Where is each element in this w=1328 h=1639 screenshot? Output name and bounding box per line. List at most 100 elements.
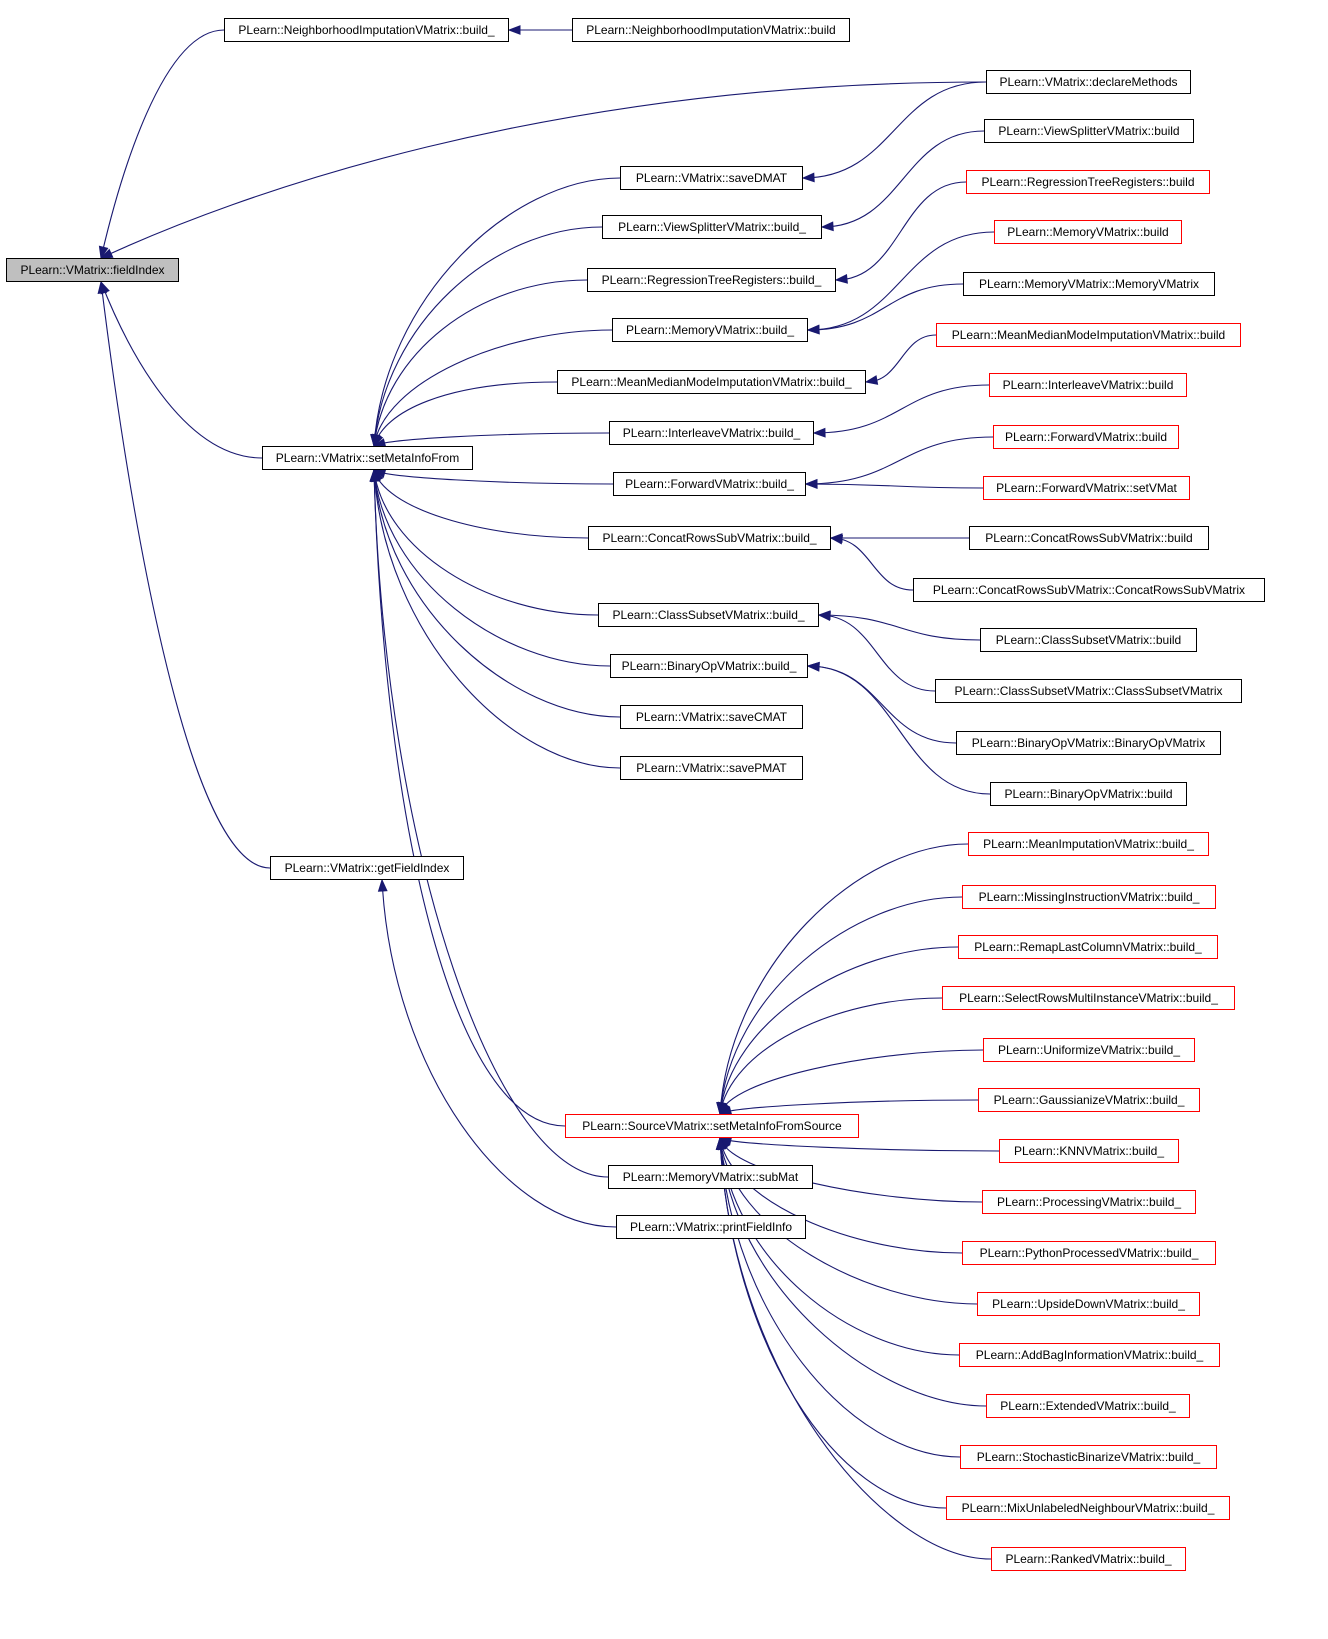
call-edge — [830, 537, 914, 591]
call-edge — [719, 1137, 983, 1203]
call-edge — [719, 946, 959, 1115]
graph-node[interactable]: PLearn::MixUnlabeledNeighbourVMatrix::bu… — [946, 1496, 1230, 1520]
call-edge — [373, 469, 566, 1127]
graph-node[interactable]: PLearn::MemoryVMatrix::build — [994, 220, 1182, 244]
graph-node[interactable]: PLearn::NeighborhoodImputationVMatrix::b… — [572, 18, 850, 42]
call-edge — [818, 614, 936, 692]
call-edge — [100, 29, 225, 259]
graph-node[interactable]: PLearn::VMatrix::setMetaInfoFrom — [262, 446, 473, 470]
call-edge — [719, 1049, 984, 1115]
call-edge — [373, 469, 621, 718]
arrowhead — [801, 172, 815, 183]
call-edge — [818, 614, 981, 641]
call-edge — [719, 843, 969, 1115]
graph-node[interactable]: PLearn::MemoryVMatrix::build_ — [612, 318, 808, 342]
graph-node[interactable]: PLearn::ForwardVMatrix::build — [993, 425, 1179, 449]
graph-node[interactable]: PLearn::MeanMedianModeImputationVMatrix:… — [936, 323, 1241, 347]
graph-node[interactable]: PLearn::NeighborhoodImputationVMatrix::b… — [224, 18, 509, 42]
arrowhead — [864, 375, 879, 385]
graph-node[interactable]: PLearn::RankedVMatrix::build_ — [991, 1547, 1186, 1571]
call-edge — [373, 177, 621, 447]
graph-node[interactable]: PLearn::RegressionTreeRegisters::build_ — [587, 268, 836, 292]
arrowhead — [817, 611, 831, 622]
graph-node[interactable]: PLearn::UpsideDownVMatrix::build_ — [977, 1292, 1200, 1316]
call-edge — [719, 997, 943, 1115]
arrowhead — [806, 324, 820, 335]
call-edge — [805, 483, 984, 489]
call-edge — [373, 381, 558, 447]
graph-node[interactable]: PLearn::RemapLastColumnVMatrix::build_ — [958, 935, 1218, 959]
graph-node[interactable]: PLearn::ClassSubsetVMatrix::build — [980, 628, 1197, 652]
arrowhead — [820, 221, 834, 232]
graph-node[interactable]: PLearn::ConcatRowsSubVMatrix::build_ — [588, 526, 831, 550]
graph-node[interactable]: PLearn::ProcessingVMatrix::build_ — [982, 1190, 1196, 1214]
arrowhead — [507, 25, 521, 35]
graph-node[interactable]: PLearn::VMatrix::printFieldInfo — [616, 1215, 806, 1239]
call-edge — [719, 896, 963, 1115]
graph-node[interactable]: PLearn::UniformizeVMatrix::build_ — [983, 1038, 1195, 1062]
graph-node[interactable]: PLearn::BinaryOpVMatrix::build — [990, 782, 1187, 806]
graph-node[interactable]: PLearn::StochasticBinarizeVMatrix::build… — [960, 1445, 1217, 1469]
graph-node[interactable]: PLearn::InterleaveVMatrix::build — [989, 373, 1187, 397]
graph-node[interactable]: PLearn::BinaryOpVMatrix::build_ — [610, 654, 808, 678]
call-edge — [865, 334, 937, 383]
graph-node[interactable]: PLearn::ViewSplitterVMatrix::build_ — [602, 215, 822, 239]
arrowhead — [715, 1136, 726, 1150]
call-edge — [373, 469, 609, 1178]
graph-node[interactable]: PLearn::MemoryVMatrix::MemoryVMatrix — [963, 272, 1215, 296]
graph-node[interactable]: PLearn::MemoryVMatrix::subMat — [608, 1165, 813, 1189]
graph-node[interactable]: PLearn::ViewSplitterVMatrix::build — [984, 119, 1194, 143]
graph-node[interactable]: PLearn::RegressionTreeRegisters::build — [966, 170, 1210, 194]
focus-node: PLearn::VMatrix::fieldIndex — [6, 258, 179, 282]
call-edge — [802, 81, 987, 179]
graph-node[interactable]: PLearn::VMatrix::saveDMAT — [620, 166, 803, 190]
call-edge — [100, 81, 987, 259]
call-edge — [719, 1137, 947, 1509]
graph-node[interactable]: PLearn::KNNVMatrix::build_ — [999, 1139, 1179, 1163]
graph-node[interactable]: PLearn::VMatrix::declareMethods — [986, 70, 1191, 94]
graph-node[interactable]: PLearn::ForwardVMatrix::setVMat — [983, 476, 1190, 500]
graph-node[interactable]: PLearn::MissingInstructionVMatrix::build… — [962, 885, 1216, 909]
arrowhead — [806, 661, 820, 672]
call-edge — [373, 469, 589, 539]
call-edge — [807, 665, 991, 795]
graph-node[interactable]: PLearn::ForwardVMatrix::build_ — [613, 472, 806, 496]
call-edge — [100, 281, 271, 869]
graph-node[interactable]: PLearn::ClassSubsetVMatrix::ClassSubsetV… — [935, 679, 1242, 703]
graph-node[interactable]: PLearn::GaussianizeVMatrix::build_ — [978, 1088, 1200, 1112]
arrowhead — [97, 280, 108, 295]
call-edge — [835, 181, 967, 281]
call-edge — [805, 436, 994, 485]
call-edge — [821, 130, 985, 228]
call-edge — [373, 469, 621, 769]
call-edge — [373, 432, 610, 447]
graph-node[interactable]: PLearn::SelectRowsMultiInstanceVMatrix::… — [942, 986, 1235, 1010]
arrowhead — [98, 245, 109, 260]
arrowhead — [369, 468, 380, 482]
graph-node[interactable]: PLearn::VMatrix::savePMAT — [620, 756, 803, 780]
call-edge — [719, 1137, 987, 1407]
graph-node[interactable]: PLearn::ConcatRowsSubVMatrix::build — [969, 526, 1209, 550]
graph-node[interactable]: PLearn::SourceVMatrix::setMetaInfoFromSo… — [565, 1114, 859, 1138]
graph-node[interactable]: PLearn::InterleaveVMatrix::build_ — [609, 421, 814, 445]
arrowhead — [834, 273, 848, 284]
graph-node[interactable]: PLearn::MeanMedianModeImputationVMatrix:… — [557, 370, 866, 394]
graph-node[interactable]: PLearn::VMatrix::saveCMAT — [620, 705, 803, 729]
call-edge — [373, 469, 611, 667]
graph-node[interactable]: PLearn::BinaryOpVMatrix::BinaryOpVMatrix — [956, 731, 1221, 755]
call-edge — [100, 281, 263, 459]
arrowhead — [829, 534, 844, 545]
graph-node[interactable]: PLearn::AddBagInformationVMatrix::build_ — [959, 1343, 1220, 1367]
graph-node[interactable]: PLearn::VMatrix::getFieldIndex — [270, 856, 464, 880]
graph-node[interactable]: PLearn::ClassSubsetVMatrix::build_ — [598, 603, 819, 627]
graph-node[interactable]: PLearn::ConcatRowsSubVMatrix::ConcatRows… — [913, 578, 1265, 602]
graph-node[interactable]: PLearn::ExtendedVMatrix::build_ — [986, 1394, 1190, 1418]
arrowhead — [377, 878, 388, 892]
call-edge — [373, 329, 613, 447]
graph-node[interactable]: PLearn::MeanImputationVMatrix::build_ — [968, 832, 1209, 856]
arrowhead — [804, 479, 818, 489]
call-edge — [719, 1137, 1000, 1152]
call-edge — [373, 226, 603, 447]
graph-node[interactable]: PLearn::PythonProcessedVMatrix::build_ — [962, 1241, 1216, 1265]
call-edge — [807, 283, 964, 331]
